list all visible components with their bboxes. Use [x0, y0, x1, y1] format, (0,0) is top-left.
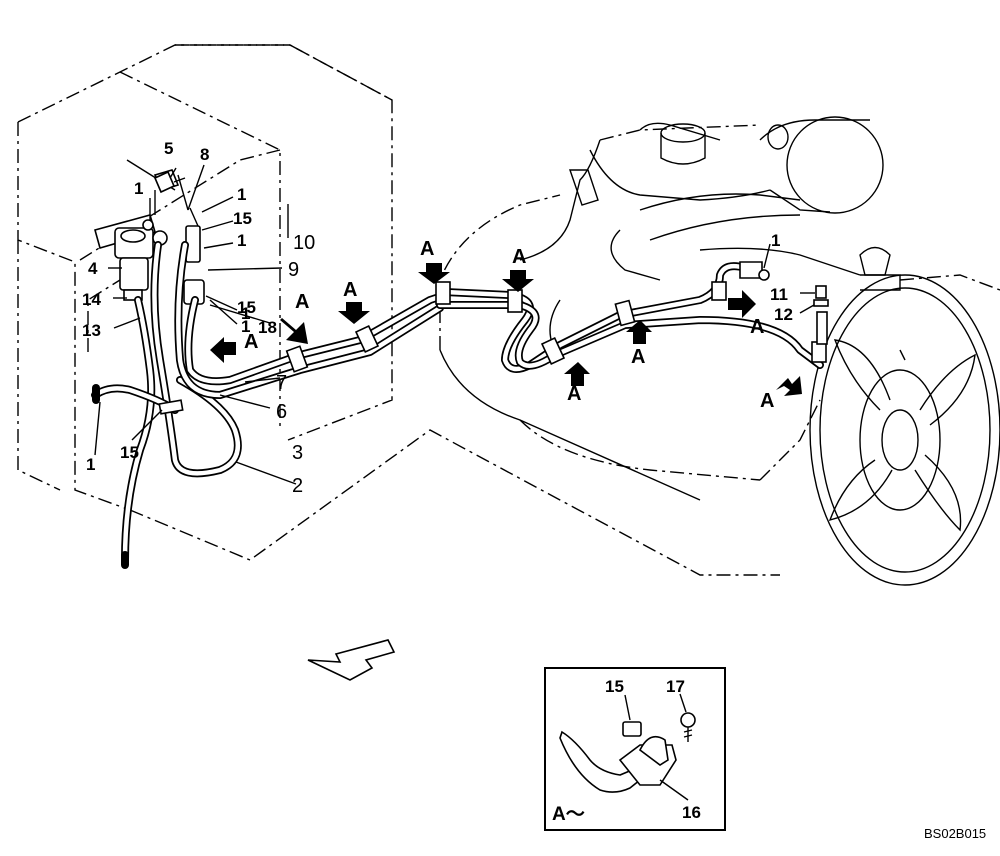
detail-title: A〜	[552, 804, 585, 825]
marker-a-3: A	[338, 279, 370, 324]
water-separator	[183, 207, 205, 305]
detail-label-17: 17	[666, 677, 685, 696]
fuel-hoses	[91, 241, 824, 569]
marker-a-9: A	[760, 376, 802, 412]
marker-a-8: A	[728, 290, 764, 338]
fan-assembly	[809, 274, 1000, 586]
detail-label-15: 15	[605, 677, 624, 696]
detail-box-a: 15 17 16 A〜	[544, 667, 726, 831]
callout-9: 9	[288, 259, 299, 281]
callout-1: 1	[241, 304, 250, 323]
callout-1: 1	[86, 455, 95, 474]
callout-1: 1	[771, 231, 780, 250]
svg-text:A: A	[567, 383, 581, 405]
callout-14: 14	[82, 290, 101, 309]
callout-2: 2	[292, 475, 303, 497]
callout-8: 8	[200, 145, 209, 164]
leader-lines	[94, 164, 815, 485]
svg-text:A: A	[631, 346, 645, 368]
callout-6: 6	[276, 401, 287, 423]
clamp-markers: A A A A A A A A	[210, 238, 802, 412]
callout-1: 1	[237, 231, 246, 250]
marker-a-5: A	[210, 331, 258, 363]
hose-clamps	[158, 261, 827, 415]
callout-18: 18	[258, 318, 277, 337]
callout-1: 1	[134, 179, 143, 198]
callout-10: 10	[293, 232, 315, 254]
callout-11: 11	[770, 285, 788, 304]
callout-3: 3	[292, 442, 303, 464]
callout-15: 15	[237, 298, 256, 317]
svg-text:A: A	[295, 291, 309, 313]
marker-a-7: A	[626, 320, 652, 368]
svg-text:A: A	[750, 316, 764, 338]
svg-text:A: A	[420, 238, 434, 260]
callout-4: 4	[88, 259, 98, 278]
front-direction-arrow	[307, 639, 396, 681]
callout-1: 1	[241, 317, 250, 336]
marker-a-1: A	[418, 238, 450, 284]
svg-text:A: A	[512, 246, 526, 268]
marker-a-2: A	[502, 246, 534, 292]
svg-text:A: A	[244, 331, 258, 353]
marker-a-4: A	[280, 291, 309, 344]
diagram-code: BS02B015	[924, 826, 986, 841]
callout-13: 13	[82, 321, 101, 340]
callout-15: 15	[233, 209, 252, 228]
marker-a-6: A	[564, 362, 590, 405]
callout-12: 12	[774, 305, 793, 324]
detail-label-16: 16	[682, 803, 701, 822]
callouts: 1 5 8 1 15 1 10 4 9 14 1 15 1 18 13 7 6 …	[82, 139, 793, 497]
svg-text:A: A	[343, 279, 357, 301]
svg-text:A: A	[760, 390, 774, 412]
callout-1: 1	[237, 185, 246, 204]
bolt	[153, 170, 186, 194]
callout-7: 7	[276, 372, 287, 394]
callout-15: 15	[120, 443, 139, 462]
callout-5: 5	[164, 139, 173, 158]
injection-pump-fittings	[813, 285, 829, 345]
